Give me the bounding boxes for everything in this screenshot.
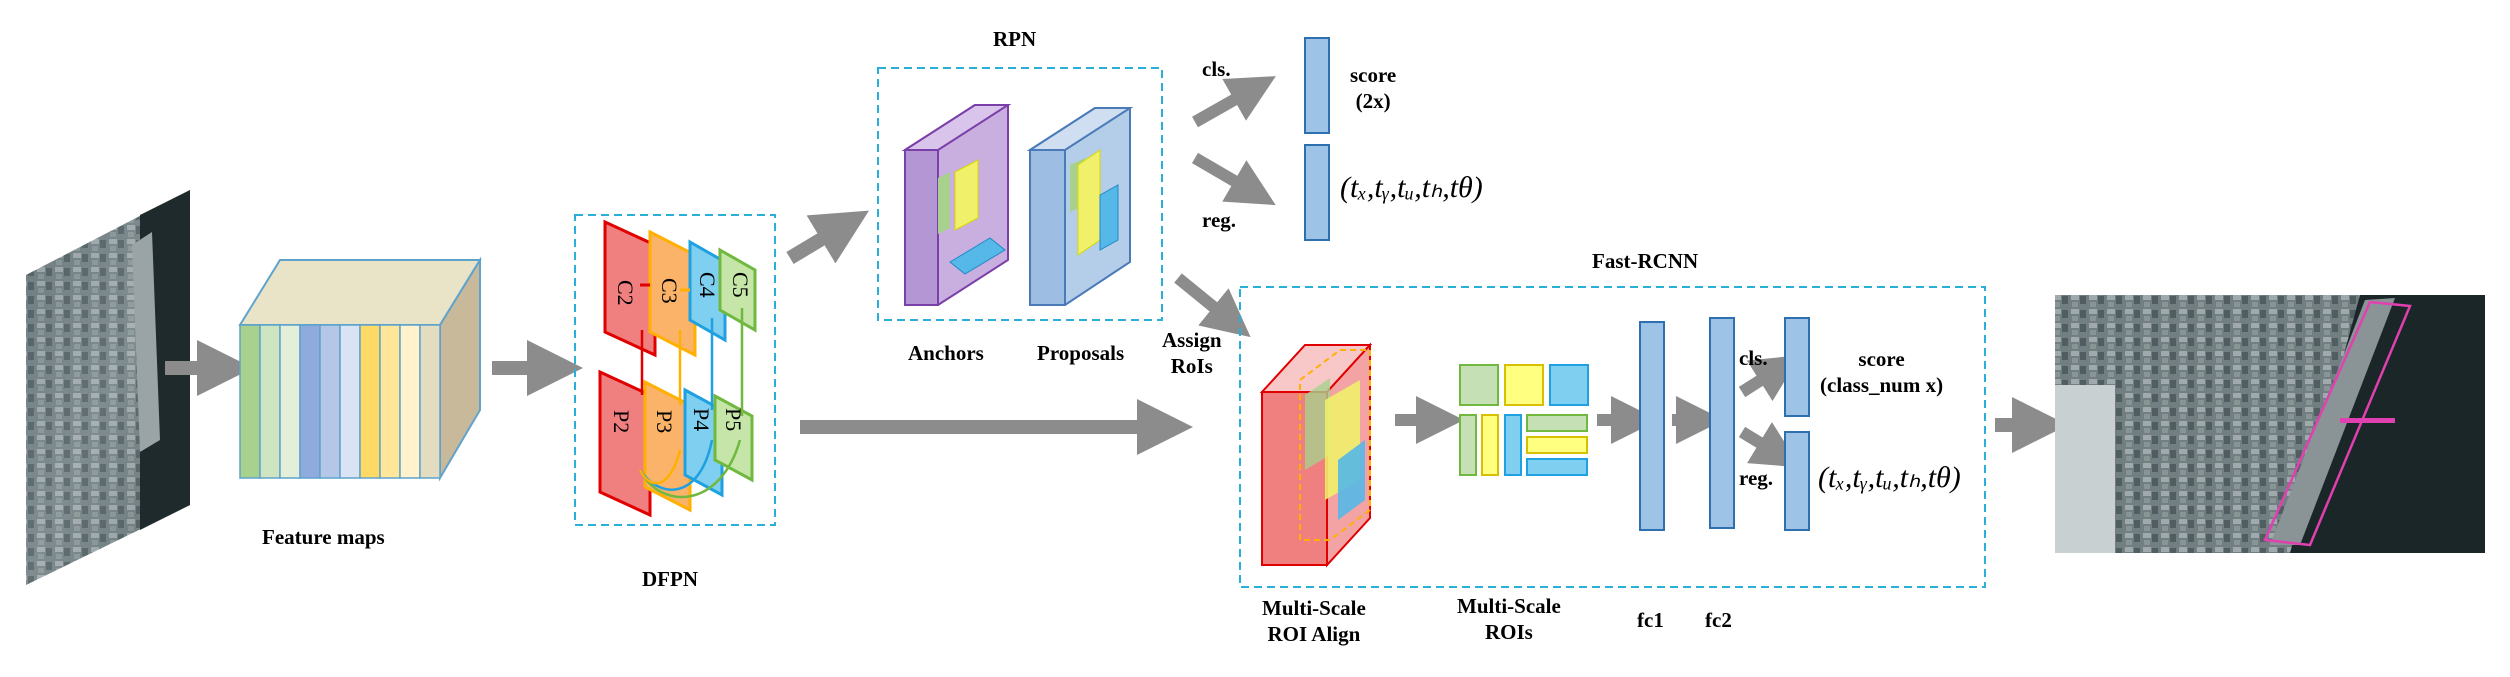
dfpn-label-p4: P4	[689, 408, 714, 431]
rpn-reg-params: (tₓ,tᵧ,tᵤ,tₕ,tθ)	[1340, 171, 1483, 204]
arrow-dfpn-to-rpn	[786, 210, 870, 265]
anchors-label: Anchors	[908, 341, 984, 365]
fc2-label: fc2	[1705, 608, 1732, 632]
frcnn-reg-label: reg.	[1739, 466, 1774, 490]
rpn-reg-label: reg.	[1202, 208, 1237, 232]
dfpn-label-c5: C5	[728, 272, 753, 298]
feature-maps-block	[238, 256, 482, 482]
frcnn-cls-label: cls.	[1739, 346, 1768, 370]
frcnn-reg-params: (tₓ,tᵧ,tᵤ,tₕ,tθ)	[1818, 461, 1961, 494]
arrow-fc2-cls	[1738, 355, 1801, 402]
fc1-bar	[1639, 321, 1665, 531]
assign-rois-label: Assign RoIs	[1162, 328, 1222, 378]
dfpn-block	[574, 214, 776, 526]
rpn-cls-label: cls.	[1202, 57, 1231, 81]
arrow-rpn-reg	[1191, 152, 1276, 206]
frcnn-score-label: score (class_num x)	[1820, 347, 1944, 397]
roi-align-label: Multi-Scale ROI Align	[1262, 596, 1366, 646]
arrow-rpn-cls	[1192, 76, 1276, 128]
rpn-reg-bar	[1304, 144, 1330, 241]
ms-rois-label: Multi-Scale ROIs	[1457, 594, 1561, 644]
multi-scale-rois	[1459, 364, 1589, 476]
rpn-block	[877, 67, 1163, 321]
frcnn-cls-bar	[1784, 317, 1810, 417]
dfpn-label-p5: P5	[721, 408, 746, 431]
fc1-label: fc1	[1637, 608, 1664, 632]
dfpn-label-p2: P2	[609, 410, 634, 433]
rpn-label: RPN	[993, 27, 1037, 51]
arrow-rpn-assign	[1174, 273, 1251, 338]
arrow-fc2-reg	[1738, 422, 1801, 468]
fast-rcnn-label: Fast-RCNN	[1592, 249, 1699, 273]
feature-maps-label: Feature maps	[262, 525, 385, 549]
proposals-label: Proposals	[1037, 341, 1125, 365]
rpn-cls-bar	[1304, 37, 1330, 134]
dfpn-label: DFPN	[642, 567, 698, 591]
dfpn-label-c3: C3	[657, 278, 682, 304]
dfpn-label-p3: P3	[652, 410, 677, 433]
input-image	[26, 190, 190, 585]
fc2-bar	[1709, 317, 1735, 529]
frcnn-reg-bar	[1784, 431, 1810, 531]
rpn-score-label: score (2x)	[1350, 63, 1397, 113]
dfpn-label-c4: C4	[695, 272, 720, 298]
output-image	[2055, 295, 2485, 553]
fastrcnn-block	[1239, 286, 1986, 588]
dfpn-label-c2: C2	[613, 280, 638, 306]
